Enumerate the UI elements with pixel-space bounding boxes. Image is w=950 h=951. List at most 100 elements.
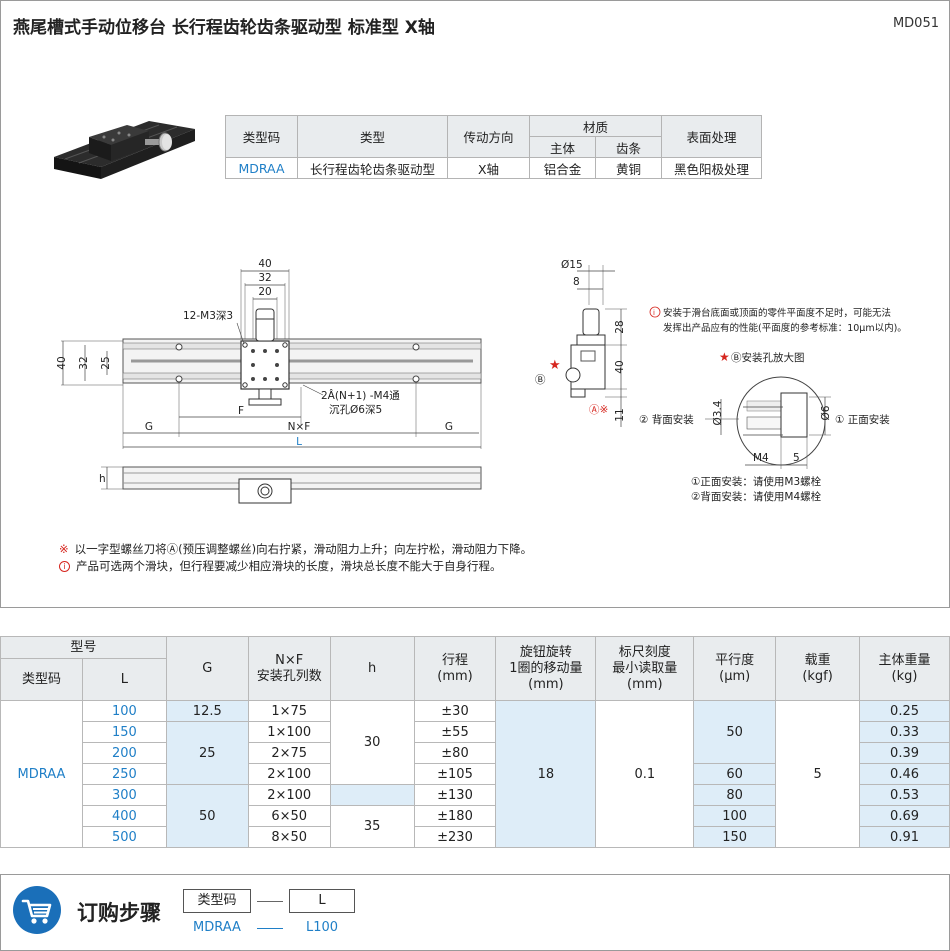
order-title: 订购步骤 xyxy=(77,901,161,925)
header-model: 型号 xyxy=(0,636,167,659)
label-f: F xyxy=(238,405,244,417)
dim-32-top: 32 xyxy=(258,272,271,284)
cell-l: 150 xyxy=(81,721,167,743)
dim-d15: Ø15 xyxy=(561,259,583,271)
front-view: 40 32 20 12-M3深3 40 32 25 F 2Â(N+1) -M4通… xyxy=(56,258,482,449)
label-nxf: N×F xyxy=(288,421,311,433)
info-icon: i xyxy=(59,561,70,572)
cell-stroke: ±55 xyxy=(413,721,497,743)
spec-cell-type: 长行程齿轮齿条驱动型 xyxy=(297,157,448,179)
dim-d34: Ø3.4 xyxy=(712,400,724,425)
note-1-text: 以一字型螺丝刀将Ⓐ(预压调整螺丝)向右拧紧，滑动阻力上升；向左拧松，滑动阻力下降… xyxy=(74,542,533,556)
cell-nxf: 2×100 xyxy=(247,763,331,785)
cell-load: 5 xyxy=(775,700,861,848)
dovetail-stage-photo xyxy=(54,121,195,179)
cell-weight: 0.69 xyxy=(859,805,950,827)
dim-25-left: 25 xyxy=(100,356,112,369)
spec-header-rack: 齿条 xyxy=(595,136,662,158)
cell-scale: 0.1 xyxy=(595,700,695,848)
cell-l: 250 xyxy=(81,763,167,785)
cell-parallel: 100 xyxy=(693,805,777,827)
cell-nxf: 1×100 xyxy=(247,721,331,743)
cell-l: 300 xyxy=(81,784,167,806)
cell-h: 35 xyxy=(329,805,415,848)
cell-nxf: 2×100 xyxy=(247,784,331,806)
header-parallel: 平行度(μm) xyxy=(693,636,777,701)
table-row: 500 8×50 ±230 150 0.91 xyxy=(1,826,950,848)
dim-40-side: 40 xyxy=(614,360,626,373)
cell-parallel: 50 xyxy=(693,700,777,764)
cell-parallel: 80 xyxy=(693,784,777,806)
bottom-view: h xyxy=(99,466,482,504)
label-counterbore: 沉孔Ø6深5 xyxy=(329,403,382,416)
dim-28: 28 xyxy=(614,320,626,333)
note-1: ※以一字型螺丝刀将Ⓐ(预压调整螺丝)向右拧紧，滑动阻力上升；向左拧松，滑动阻力下… xyxy=(59,541,532,557)
cell-l: 400 xyxy=(81,805,167,827)
label-g-left: G xyxy=(145,421,153,433)
cell-g: 25 xyxy=(165,721,249,785)
header-load: 载重(kgf) xyxy=(775,636,861,701)
cell-g: 50 xyxy=(165,784,249,848)
order-box-l: L xyxy=(289,889,355,913)
right-note: i 安装于滑台底面或顶面的零件平面度不足时，可能无法 发挥出产品应有的性能(平面… xyxy=(649,306,907,334)
cell-stroke: ±105 xyxy=(413,763,497,785)
cell-parallel: 150 xyxy=(693,826,777,848)
spec-cell-type-code: MDRAA xyxy=(225,157,298,179)
cell-h-blank xyxy=(329,784,415,806)
cell-weight: 0.46 xyxy=(859,763,950,785)
cell-g: 12.5 xyxy=(165,700,249,722)
header-weight: 主体重量(kg) xyxy=(859,636,950,701)
dim-40-top: 40 xyxy=(258,258,271,270)
spec-header-type-code: 类型码 xyxy=(225,115,298,158)
cell-stroke: ±180 xyxy=(413,805,497,827)
table-row: MDRAA 100 12.5 1×75 30 ±30 18 0.1 50 5 0… xyxy=(0,700,950,848)
order-steps-panel: 订购步骤 类型码 L MDRAA L100 xyxy=(0,874,950,951)
technical-drawing: 40 32 20 12-M3深3 40 32 25 F 2Â(N+1) -M4通… xyxy=(56,258,907,504)
cell-l: 200 xyxy=(81,742,167,764)
right-note-line1: 安装于滑台底面或顶面的零件平面度不足时，可能无法 xyxy=(663,307,891,319)
spec-header-material: 材质 xyxy=(529,115,662,137)
cart-icon xyxy=(13,886,61,934)
cell-knob: 18 xyxy=(495,700,597,848)
table-row: 400 6×50 35 ±180 100 0.69 xyxy=(1,805,950,848)
label-g-right: G xyxy=(445,421,453,433)
cell-stroke: ±230 xyxy=(413,826,497,848)
svg-text:i: i xyxy=(653,309,655,317)
label-holes: 12-M3深3 xyxy=(183,310,233,322)
spec-cell-body: 铝合金 xyxy=(529,157,596,179)
spec-header-type: 类型 xyxy=(297,115,448,158)
cell-parallel: 60 xyxy=(693,763,777,785)
order-box-type-code: 类型码 xyxy=(183,889,251,913)
cell-weight: 0.39 xyxy=(859,742,950,764)
detail-title: Ⓑ安装孔放大图 xyxy=(731,351,805,364)
order-dash xyxy=(257,901,283,902)
cell-type-code: MDRAA xyxy=(0,700,83,848)
dim-11: 11 xyxy=(614,408,626,421)
spec-table: 类型码 类型 传动方向 材质 表面处理 主体 齿条 MDRAA 长行程齿轮齿条驱… xyxy=(225,115,762,179)
cell-stroke: ±30 xyxy=(413,700,497,722)
back-install-label: ② 背面安装 xyxy=(639,413,694,426)
header-h: h xyxy=(329,636,415,701)
front-install-label: ① 正面安装 xyxy=(835,413,890,426)
info-icon xyxy=(649,306,661,318)
cell-nxf: 6×50 xyxy=(247,805,331,827)
label-l: L xyxy=(296,436,302,448)
spec-cell-drive: X轴 xyxy=(447,157,530,179)
dim-32-left: 32 xyxy=(78,356,90,369)
label-h: h xyxy=(99,473,106,485)
order-value-type-code: MDRAA xyxy=(193,920,241,935)
cell-stroke: ±80 xyxy=(413,742,497,764)
page-title: 燕尾槽式手动位移台 长行程齿轮齿条驱动型 标准型 X轴 xyxy=(13,18,435,38)
cell-weight: 0.91 xyxy=(859,826,950,848)
cell-weight: 0.33 xyxy=(859,721,950,743)
mark-b: Ⓑ xyxy=(535,374,546,386)
cell-nxf: 2×75 xyxy=(247,742,331,764)
cell-h: 30 xyxy=(329,700,415,785)
dim-40-left: 40 xyxy=(56,356,68,369)
order-dash-blue xyxy=(257,928,283,929)
dim-8: 8 xyxy=(573,276,580,288)
spec-header-drive: 传动方向 xyxy=(447,115,530,158)
